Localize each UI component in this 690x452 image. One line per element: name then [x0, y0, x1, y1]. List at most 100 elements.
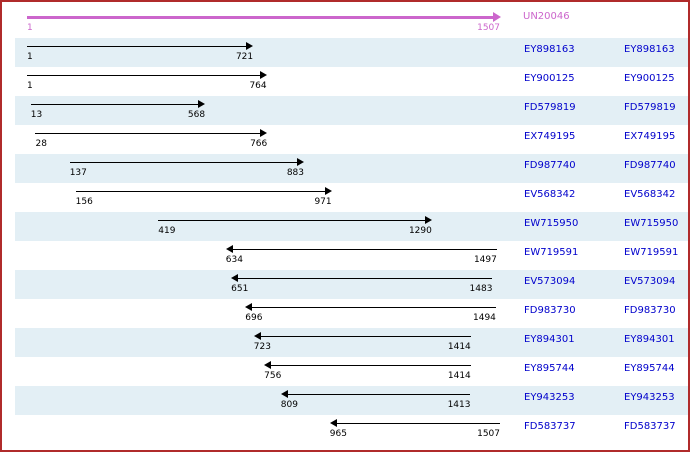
hsp-alignment-line[interactable]	[270, 365, 471, 366]
hit-row[interactable]: 137 883 FD987740 FD987740	[15, 154, 688, 183]
hsp-end-coordinate: 1414	[447, 371, 471, 381]
left-arrow-icon	[245, 303, 253, 311]
right-arrow-icon	[297, 158, 305, 166]
hsp-start-coordinate: 419	[158, 226, 176, 236]
hit-accession-description[interactable]: EX749195	[624, 131, 676, 142]
hsp-alignment-line[interactable]	[35, 133, 262, 134]
hsp-alignment-line[interactable]	[27, 46, 248, 47]
hit-accession-link[interactable]: EY900125	[524, 73, 575, 84]
hsp-end-coordinate: 971	[314, 197, 332, 207]
query-end-coordinate: 1507	[477, 23, 500, 33]
hit-accession-link[interactable]: EX749195	[524, 131, 576, 142]
hit-row[interactable]: 965 1507 FD583737 FD583737	[15, 415, 688, 444]
hsp-alignment-line[interactable]	[259, 336, 471, 337]
hsp-alignment-line[interactable]	[237, 278, 493, 279]
hit-accession-link[interactable]: FD579819	[524, 102, 576, 113]
hsp-end-coordinate: 568	[187, 110, 206, 120]
hsp-alignment-line[interactable]	[75, 191, 326, 192]
hit-accession-description[interactable]: EY898163	[624, 44, 675, 55]
hsp-alignment-line[interactable]	[251, 307, 496, 308]
hsp-end-coordinate: 1414	[447, 342, 471, 352]
hsp-alignment-line[interactable]	[231, 249, 497, 250]
hsp-end-coordinate: 883	[286, 168, 305, 178]
query-right-arrow-icon	[493, 12, 501, 22]
hsp-end-coordinate: 721	[235, 52, 254, 62]
hit-accession-description[interactable]: EW719591	[624, 247, 679, 258]
right-arrow-icon	[259, 71, 267, 79]
hit-accession-description[interactable]: EY895744	[624, 363, 675, 374]
hit-row[interactable]: 723 1414 EY894301 EY894301	[15, 328, 688, 357]
hsp-start-coordinate: 1	[27, 52, 33, 62]
hsp-end-coordinate: 1413	[447, 400, 471, 410]
query-start-coordinate: 1	[27, 23, 33, 33]
hsp-alignment-line[interactable]	[30, 104, 200, 105]
hsp-start-coordinate: 723	[253, 342, 271, 352]
hsp-end-coordinate: 1497	[473, 255, 497, 265]
hit-accession-description[interactable]: EY943253	[624, 392, 675, 403]
hit-row[interactable]: 1 764 EY900125 EY900125	[15, 67, 688, 96]
left-arrow-icon	[280, 390, 288, 398]
hit-row[interactable]: 756 1414 EY895744 EY895744	[15, 357, 688, 386]
hit-accession-description[interactable]: FD987740	[624, 160, 676, 171]
hit-accession-link[interactable]: EV568342	[524, 189, 576, 200]
hit-row[interactable]: 1 721 EY898163 EY898163	[15, 38, 688, 67]
hit-accession-link[interactable]: FD583737	[524, 421, 576, 432]
hit-accession-link[interactable]: EW715950	[524, 218, 579, 229]
hsp-start-coordinate: 137	[69, 168, 87, 178]
hit-accession-link[interactable]: EY898163	[524, 44, 575, 55]
hsp-start-coordinate: 13	[30, 110, 43, 120]
hsp-alignment-line[interactable]	[69, 162, 298, 163]
left-arrow-icon	[329, 419, 337, 427]
hit-row[interactable]: 13 568 FD579819 FD579819	[15, 96, 688, 125]
hsp-start-coordinate: 696	[245, 313, 263, 323]
hsp-start-coordinate: 156	[75, 197, 93, 207]
hit-accession-link[interactable]: FD983730	[524, 305, 576, 316]
hsp-start-coordinate: 1	[27, 81, 33, 91]
hsp-alignment-line[interactable]	[335, 423, 500, 424]
hsp-start-coordinate: 28	[35, 139, 47, 149]
hit-accession-link[interactable]: EW719591	[524, 247, 579, 258]
hsp-end-coordinate: 766	[250, 139, 268, 149]
hit-accession-description[interactable]: EY900125	[624, 73, 675, 84]
hit-row[interactable]: 28 766 EX749195 EX749195	[15, 125, 688, 154]
right-arrow-icon	[198, 100, 206, 108]
hsp-start-coordinate: 651	[231, 284, 249, 294]
hit-accession-description[interactable]: EY894301	[624, 334, 675, 345]
hit-row[interactable]: 651 1483 EV573094 EV573094	[15, 270, 688, 299]
left-arrow-icon	[253, 332, 261, 340]
hit-accession-link[interactable]: EY894301	[524, 334, 575, 345]
hit-accession-description[interactable]: EV568342	[624, 189, 676, 200]
hit-row[interactable]: 419 1290 EW715950 EW715950	[15, 212, 688, 241]
hit-accession-description[interactable]: FD579819	[624, 102, 676, 113]
hit-accession-link[interactable]: EY943253	[524, 392, 575, 403]
query-label: UN20046	[523, 11, 570, 22]
right-arrow-icon	[324, 187, 332, 195]
hsp-end-coordinate: 1507	[477, 429, 500, 439]
hit-accession-description[interactable]: EW715950	[624, 218, 679, 229]
hit-accession-link[interactable]: FD987740	[524, 160, 576, 171]
hsp-alignment-line[interactable]	[27, 75, 261, 76]
hsp-alignment-line[interactable]	[286, 394, 471, 395]
right-arrow-icon	[246, 42, 254, 50]
hsp-start-coordinate: 965	[329, 429, 347, 439]
hit-accession-description[interactable]: FD583737	[624, 421, 676, 432]
hit-accession-link[interactable]: EV573094	[524, 276, 576, 287]
right-arrow-icon	[424, 216, 432, 224]
hsp-start-coordinate: 809	[280, 400, 298, 410]
hit-accession-link[interactable]: EY895744	[524, 363, 575, 374]
left-arrow-icon	[264, 361, 272, 369]
left-arrow-icon	[225, 245, 233, 253]
hsp-end-coordinate: 1483	[469, 284, 493, 294]
hit-row[interactable]: 156 971 EV568342 EV568342	[15, 183, 688, 212]
hit-accession-description[interactable]: EV573094	[624, 276, 676, 287]
hsp-alignment-line[interactable]	[158, 220, 426, 221]
hit-row[interactable]: 809 1413 EY943253 EY943253	[15, 386, 688, 415]
hit-accession-description[interactable]: FD983730	[624, 305, 676, 316]
query-track: 1 1507 UN20046	[2, 2, 688, 38]
hsp-end-coordinate: 1290	[408, 226, 432, 236]
hsp-start-coordinate: 756	[264, 371, 282, 381]
hsp-end-coordinate: 764	[249, 81, 267, 91]
